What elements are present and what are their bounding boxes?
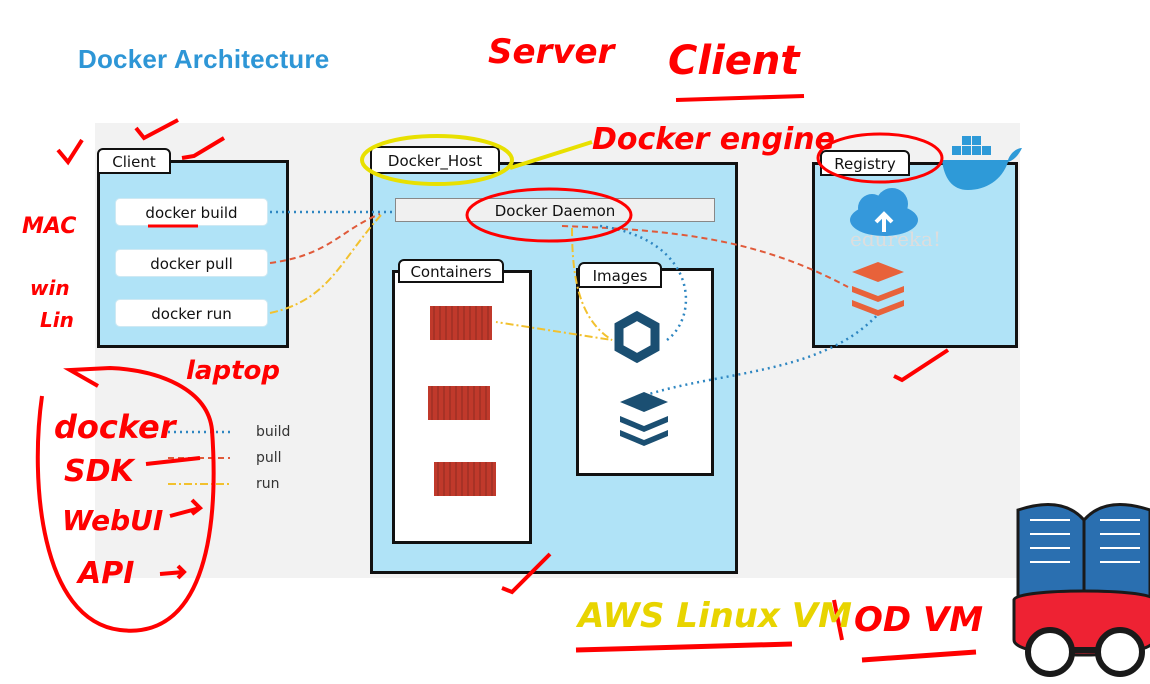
docker-host-tab: Docker_Host bbox=[370, 146, 500, 174]
circle-left-annotation bbox=[35, 365, 216, 633]
check-mark-4 bbox=[893, 348, 950, 383]
aws-underline-annotation bbox=[575, 641, 793, 653]
docker-engine-annotation: Docker engine bbox=[592, 122, 835, 157]
run-connector bbox=[269, 213, 383, 314]
client-underline-annotation bbox=[675, 94, 805, 102]
book-logo-icon bbox=[1012, 503, 1150, 677]
check-mark-2 bbox=[134, 118, 179, 141]
legend-build-label: build bbox=[256, 424, 291, 440]
docker-daemon: Docker Daemon bbox=[395, 198, 715, 222]
laptop-annotation: laptop bbox=[186, 356, 280, 386]
container-icon-1 bbox=[430, 306, 492, 340]
yellow-circle-annotation bbox=[360, 134, 514, 186]
check-mark-1 bbox=[56, 138, 84, 166]
check-mark-5 bbox=[501, 552, 552, 595]
arrow-webui bbox=[169, 498, 204, 518]
arrow-sdk bbox=[145, 456, 201, 466]
registry-circle-annotation bbox=[816, 132, 944, 184]
client-tab: Client bbox=[97, 148, 171, 174]
yellow-line-annotation bbox=[509, 140, 593, 170]
legend-pull-label: pull bbox=[256, 450, 282, 466]
docker-whale-icon bbox=[942, 136, 1022, 190]
api-annotation: API bbox=[78, 556, 135, 591]
check-mark-3 bbox=[181, 136, 226, 160]
legend-run-label: run bbox=[256, 476, 280, 492]
docker-annotation: docker bbox=[54, 408, 176, 446]
container-icon-3 bbox=[434, 462, 496, 496]
registry-stack-icon bbox=[852, 262, 904, 316]
pull-connector bbox=[269, 213, 381, 264]
aws-vm-annotation: AWS Linux VM bbox=[578, 596, 852, 636]
images-registry-push bbox=[627, 311, 881, 404]
win-annotation: win bbox=[30, 276, 70, 300]
daemon-circle-annotation bbox=[465, 187, 633, 243]
containers-tab: Containers bbox=[398, 259, 504, 283]
slash-annotation bbox=[832, 599, 844, 641]
daemon-images-build bbox=[599, 224, 688, 344]
server-annotation: Server bbox=[488, 32, 615, 72]
registry-tab: Registry bbox=[820, 150, 910, 176]
od-vm-annotation: OD VM bbox=[854, 600, 984, 640]
sdk-annotation: SDK bbox=[64, 454, 134, 489]
container-icon-2 bbox=[428, 386, 490, 420]
mac-annotation: MAC bbox=[22, 214, 77, 239]
od-underline-annotation bbox=[861, 649, 977, 663]
docker-run-command: docker run bbox=[115, 299, 268, 327]
images-tab: Images bbox=[578, 262, 662, 288]
arrow-api bbox=[159, 564, 187, 580]
webui-annotation: WebUI bbox=[62, 504, 164, 537]
daemon-containers-run bbox=[495, 227, 613, 341]
cloud-upload-icon bbox=[850, 188, 918, 236]
docker-pull-command: docker pull bbox=[115, 249, 268, 277]
page-title: Docker Architecture bbox=[78, 44, 330, 74]
lin-annotation: Lin bbox=[40, 308, 74, 332]
registry-panel bbox=[812, 162, 1018, 348]
image-stack-icon bbox=[620, 392, 668, 446]
client-annotation: Client bbox=[668, 38, 800, 84]
image-hexagon-icon bbox=[614, 310, 660, 364]
